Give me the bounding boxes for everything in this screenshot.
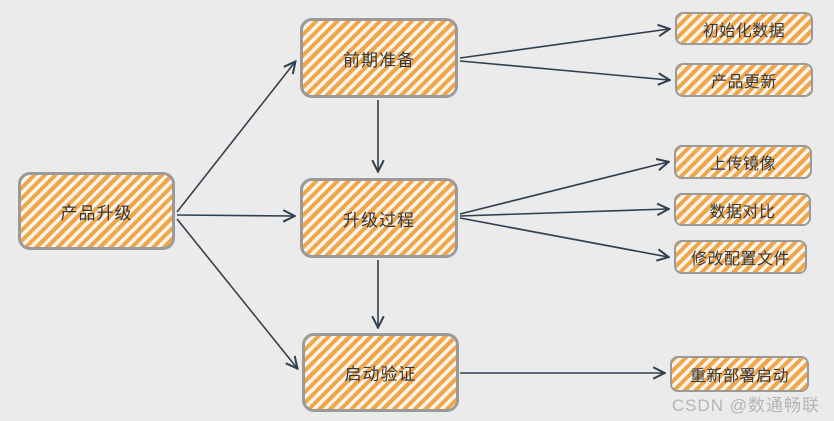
csdn-watermark: CSDN @数通畅联	[671, 396, 820, 415]
node-product-update: 产品更新	[675, 58, 813, 97]
node-preparation-label: 前期准备	[343, 50, 415, 70]
node-modify-config: 修改配置文件	[674, 235, 807, 274]
node-redeploy-start: 重新部署启动	[670, 351, 809, 392]
node-data-compare: 数据对比	[674, 188, 811, 226]
edge-process-to-data-compare	[459, 209, 668, 217]
edge-process-to-modify-config	[459, 217, 668, 257]
node-upgrade-process: 升级过程	[300, 174, 458, 258]
node-init-data-label: 初始化数据	[702, 22, 786, 40]
node-init-data: 初始化数据	[675, 7, 813, 45]
edge-product-upgrade-to-verify	[176, 218, 297, 368]
node-upload-image-label: 上传镜像	[709, 156, 776, 173]
node-startup-verify-label: 启动验证	[344, 365, 417, 384]
node-data-compare-label: 数据对比	[709, 203, 776, 221]
node-product-upgrade-label: 产品升级	[60, 203, 133, 223]
edge-process-to-upload-image	[459, 162, 668, 215]
node-startup-verify: 启动验证	[302, 329, 459, 412]
node-upload-image: 上传镜像	[674, 140, 812, 179]
node-upgrade-process-label: 升级过程	[343, 210, 415, 230]
node-product-upgrade: 产品升级	[18, 168, 175, 250]
edge-product-upgrade-to-prep	[176, 62, 295, 213]
edge-product-upgrade-to-process	[176, 215, 294, 216]
edge-prep-to-product-update	[459, 60, 669, 80]
node-product-update-label: 产品更新	[710, 74, 777, 91]
node-redeploy-start-label: 重新部署启动	[689, 368, 789, 385]
node-modify-config-label: 修改配置文件	[690, 251, 790, 268]
node-preparation: 前期准备	[300, 14, 458, 98]
edge-prep-to-init-data	[459, 29, 669, 59]
